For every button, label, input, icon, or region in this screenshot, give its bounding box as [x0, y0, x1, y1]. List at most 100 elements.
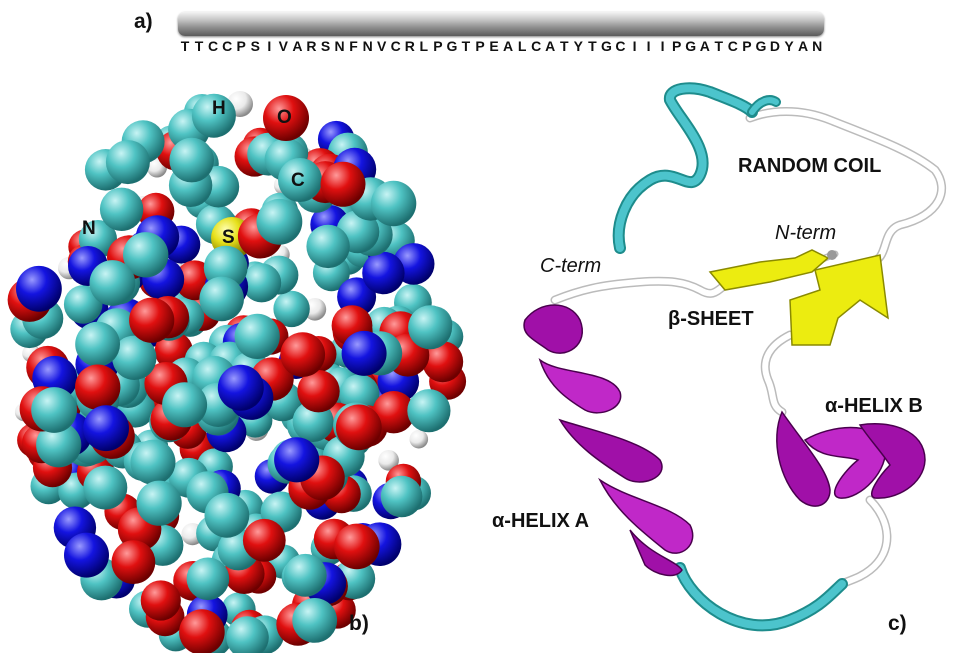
- residue-letter: V: [278, 38, 289, 54]
- atom-sphere: [292, 598, 338, 643]
- atom-sphere: [140, 580, 181, 621]
- panel-c-label: c): [888, 612, 907, 635]
- atom-sphere: [129, 297, 175, 343]
- atom-sphere: [273, 290, 310, 328]
- atom-sphere: [36, 422, 82, 468]
- atom-sphere: [89, 260, 136, 306]
- atom-sphere: [306, 224, 350, 269]
- sequence-cylinder: [178, 12, 824, 36]
- residue-letter: S: [250, 38, 260, 54]
- label-random-coil: RANDOM COIL: [738, 155, 882, 177]
- atom-sphere: [75, 321, 120, 367]
- beta-strand-1: [708, 249, 830, 291]
- atom-sphere: [370, 180, 417, 227]
- residue-letter: A: [699, 38, 710, 54]
- label-helix-a: α-HELIX A: [492, 510, 590, 532]
- residue-letter: C: [222, 38, 233, 54]
- atom-sphere: [105, 140, 150, 185]
- residue-letter: T: [560, 38, 569, 54]
- atom-sphere: [409, 429, 429, 449]
- residue-letter: G: [685, 38, 697, 54]
- residue-letter: S: [320, 38, 331, 54]
- residue-letter: P: [236, 38, 246, 54]
- atom-sphere: [263, 95, 309, 141]
- atom-sphere: [234, 313, 280, 359]
- atom-sphere: [217, 364, 264, 411]
- residue-letter: N: [362, 38, 373, 54]
- label-beta-sheet: β-SHEET: [668, 308, 754, 330]
- residue-letter: I: [267, 38, 272, 54]
- residue-letter: A: [503, 38, 514, 54]
- panel-b-label: b): [349, 612, 369, 635]
- label-n-term: N-term: [775, 222, 837, 244]
- atom-sphere: [99, 187, 144, 231]
- residue-letter: G: [755, 38, 767, 54]
- atom-sphere: [278, 158, 322, 202]
- residue-letter: A: [545, 38, 556, 54]
- atom-sphere: [111, 540, 156, 584]
- residue-letter: N: [812, 38, 823, 54]
- atom-label-c: C: [291, 170, 305, 191]
- residue-letter: R: [306, 38, 317, 54]
- atom-label-h: H: [212, 98, 226, 119]
- residue-letter: V: [377, 38, 387, 54]
- residue-letter: T: [714, 38, 724, 54]
- atom-sphere: [283, 553, 327, 597]
- atom-sphere: [242, 263, 282, 303]
- beta-strand-2: [789, 254, 889, 346]
- residue-letter: A: [292, 38, 303, 54]
- residue-letter: F: [349, 38, 358, 54]
- residue-letter: T: [588, 38, 597, 54]
- atom-sphere: [112, 335, 157, 380]
- residue-letter: R: [404, 38, 415, 54]
- residue-letter: Y: [573, 38, 583, 54]
- atom-sphere: [372, 391, 415, 434]
- residue-letter: C: [727, 38, 738, 54]
- helix-b: [776, 410, 926, 507]
- helix-a: [523, 304, 694, 577]
- residue-letter: C: [531, 38, 542, 54]
- atom-sphere: [280, 332, 326, 377]
- atom-sphere: [199, 276, 244, 322]
- label-helix-b: α-HELIX B: [825, 395, 923, 417]
- atom-sphere: [297, 370, 340, 413]
- residue-letter: D: [769, 38, 781, 54]
- atom-sphere: [31, 387, 78, 433]
- atom-sphere: [226, 616, 269, 653]
- atom-sphere: [83, 465, 128, 510]
- residue-letter: P: [671, 38, 682, 54]
- residue-letter: A: [798, 38, 809, 54]
- atom-sphere: [242, 518, 286, 562]
- coil-segments: [550, 107, 947, 589]
- atom-label-s: S: [222, 227, 235, 248]
- residue-letter: I: [632, 38, 637, 54]
- atom-sphere: [136, 480, 182, 526]
- residue-letter: P: [475, 38, 485, 54]
- atom-sphere: [64, 532, 109, 578]
- atom-sphere: [341, 330, 387, 376]
- atom-sphere: [320, 161, 366, 207]
- atom-sphere: [123, 232, 169, 278]
- residue-letter: E: [489, 38, 499, 54]
- residue-letter: Y: [784, 38, 794, 54]
- label-c-term: C-term: [540, 255, 602, 277]
- atom-spheres: [7, 91, 467, 653]
- atom-sphere: [162, 382, 208, 428]
- atom-sphere: [204, 492, 250, 538]
- atom-sphere: [334, 523, 380, 570]
- residue-letter: P: [742, 38, 752, 54]
- residue-letter: I: [660, 38, 665, 54]
- atom-sphere: [407, 389, 451, 433]
- residue-letter: T: [461, 38, 471, 54]
- atom-sphere: [16, 265, 62, 312]
- residue-letter: C: [615, 38, 626, 54]
- residue-letter: T: [194, 38, 204, 54]
- residue-letter: C: [208, 38, 219, 54]
- residue-letter: L: [517, 38, 527, 54]
- atom-sphere: [179, 609, 225, 653]
- residue-letter: G: [600, 38, 612, 54]
- atom-sphere: [130, 439, 176, 485]
- residue-letter: L: [419, 38, 429, 54]
- atom-sphere: [408, 305, 453, 350]
- panel-a-label: a): [134, 10, 153, 33]
